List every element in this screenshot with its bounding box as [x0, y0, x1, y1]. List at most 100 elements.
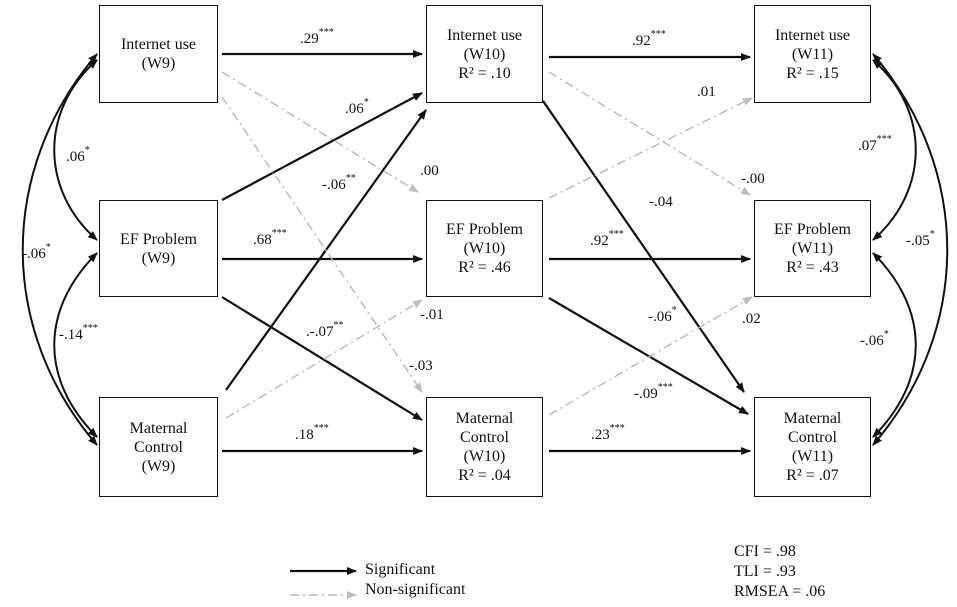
- coef-ef9-mc10: .-.07**: [306, 320, 344, 341]
- coef-value: -.03: [409, 358, 433, 374]
- coef-mc10-mc11-alt: -.09***: [634, 382, 673, 403]
- node-maternal-control-w11: Maternal Control (W11) R² = .07: [754, 397, 871, 497]
- cov-w9-iu-ef: [53, 59, 98, 241]
- cov-w11-iu-mc: [872, 53, 949, 446]
- node-line: R² = .10: [458, 64, 511, 82]
- coef-stars: ***: [609, 423, 625, 434]
- coef-stars: ***: [313, 423, 329, 434]
- node-line: (W10): [463, 240, 506, 257]
- coef-value: -.01: [420, 307, 444, 323]
- path-ef9-mc10: [221, 296, 423, 421]
- coef-cov9-iu-mc: -.06*: [22, 242, 51, 263]
- node-line: Control: [460, 429, 509, 446]
- coef-value: -.06: [322, 177, 346, 193]
- coef-ef10-mc11: -.06*: [648, 306, 677, 326]
- path-iu9-mc10: [221, 96, 423, 393]
- coef-mc10-ef11: .02: [742, 310, 761, 328]
- coef-value: .-.07: [306, 324, 334, 340]
- node-ef-problem-w10: EF Problem (W10) R² = .46: [426, 200, 543, 297]
- node-line: (W11): [791, 240, 834, 257]
- node-internet-use-w11: Internet use (W11) R² = .15: [754, 5, 871, 103]
- node-line: EF Problem: [446, 221, 523, 238]
- coef-value: -.06: [860, 333, 884, 349]
- node-line: EF Problem: [120, 230, 197, 248]
- coef-value: -.14: [59, 327, 83, 343]
- coef-ef9-ef10: .68***: [253, 228, 287, 249]
- coef-cov11-iu-ef: .07***: [858, 134, 892, 155]
- coef-value: .23: [591, 427, 610, 443]
- coef-value: .92: [590, 233, 609, 249]
- node-line: Internet use: [774, 26, 851, 44]
- coef-stars: ***: [657, 382, 673, 393]
- coef-iu9-mc10: -.03: [409, 357, 433, 375]
- node-line: R² = .46: [458, 259, 511, 276]
- coef-stars: ***: [318, 27, 334, 38]
- coef-stars: ***: [271, 228, 287, 239]
- node-line: (W9): [141, 249, 176, 267]
- coef-value: .02: [742, 311, 761, 327]
- node-ef-problem-w11: EF Problem (W11) R² = .43: [754, 200, 871, 297]
- coef-stars: *: [45, 242, 51, 253]
- coef-stars: ***: [650, 29, 666, 40]
- coef-stars: ***: [608, 229, 624, 240]
- node-line: Maternal: [129, 419, 188, 437]
- node-line: (W9): [141, 457, 176, 475]
- coef-ef9-iu10: .06*: [345, 97, 369, 118]
- coef-iu10-mc11: -.04: [649, 193, 673, 211]
- cov-w9-ef-mc: [53, 252, 98, 438]
- path-iu9-ef10: [221, 71, 419, 193]
- node-line: (W10): [463, 45, 506, 63]
- coef-value: -.05: [906, 233, 930, 249]
- coef-mc9-mc10: .18***: [295, 423, 329, 444]
- coef-stars: *: [84, 145, 90, 156]
- coef-mc9-ef10: -.01: [420, 306, 444, 324]
- coef-stars: *: [929, 229, 935, 240]
- path-mc10-ef11: [548, 296, 753, 416]
- coef-value: .18: [295, 427, 314, 443]
- node-line: EF Problem: [774, 221, 851, 238]
- coef-value: .06: [345, 101, 364, 117]
- coef-iu10-ef11: -.00: [741, 170, 765, 188]
- path-ef10-iu11: [548, 97, 753, 199]
- coef-value: .29: [300, 31, 319, 47]
- coef-value: .01: [697, 84, 716, 100]
- legend-non-significant-label: Non-significant: [365, 581, 466, 598]
- coef-stars: *: [363, 97, 369, 108]
- coef-mc10-mc11: .23***: [591, 423, 625, 444]
- node-line: (W11): [791, 448, 834, 465]
- coef-cov11-ef-mc: -.06*: [860, 330, 889, 350]
- coef-value: -.00: [741, 171, 765, 187]
- coef-value: .00: [420, 163, 439, 179]
- cov-w11-iu-ef: [872, 59, 917, 241]
- coef-stars: **: [333, 320, 344, 331]
- node-line: Maternal: [455, 410, 514, 427]
- node-line: Control: [788, 429, 837, 446]
- fit-rmsea: RMSEA = .06: [734, 583, 826, 600]
- coef-value: .06: [66, 149, 85, 165]
- node-maternal-control-w9: Maternal Control (W9): [99, 397, 218, 497]
- path-iu10-ef11: [548, 71, 751, 196]
- coef-value: .92: [632, 33, 651, 49]
- node-line: Internet use: [446, 26, 523, 44]
- fit-tli: TLI = .93: [734, 563, 796, 580]
- node-ef-problem-w9: EF Problem (W9): [99, 200, 218, 297]
- node-line: Control: [134, 438, 183, 456]
- node-line: (W9): [141, 55, 176, 72]
- coef-cov9-iu-ef: .06*: [66, 145, 90, 166]
- coef-iu10-iu11: .92***: [632, 29, 666, 50]
- node-line: Internet use: [120, 36, 197, 53]
- node-internet-use-w9: Internet use (W9): [99, 5, 218, 103]
- path-mc9-ef10: [225, 299, 423, 419]
- legend-significant-label: Significant: [365, 561, 436, 578]
- coef-value: .68: [253, 232, 272, 248]
- coef-stars: ***: [82, 323, 98, 334]
- coef-value: .07: [858, 138, 877, 154]
- node-line: R² = .07: [786, 467, 839, 484]
- coef-ef10-ef11: .92***: [590, 229, 624, 250]
- coef-stars: **: [345, 173, 356, 184]
- coef-value: -.06: [648, 309, 672, 325]
- coef-iu9-iu10: .29***: [300, 27, 334, 48]
- coef-stars: ***: [876, 134, 892, 145]
